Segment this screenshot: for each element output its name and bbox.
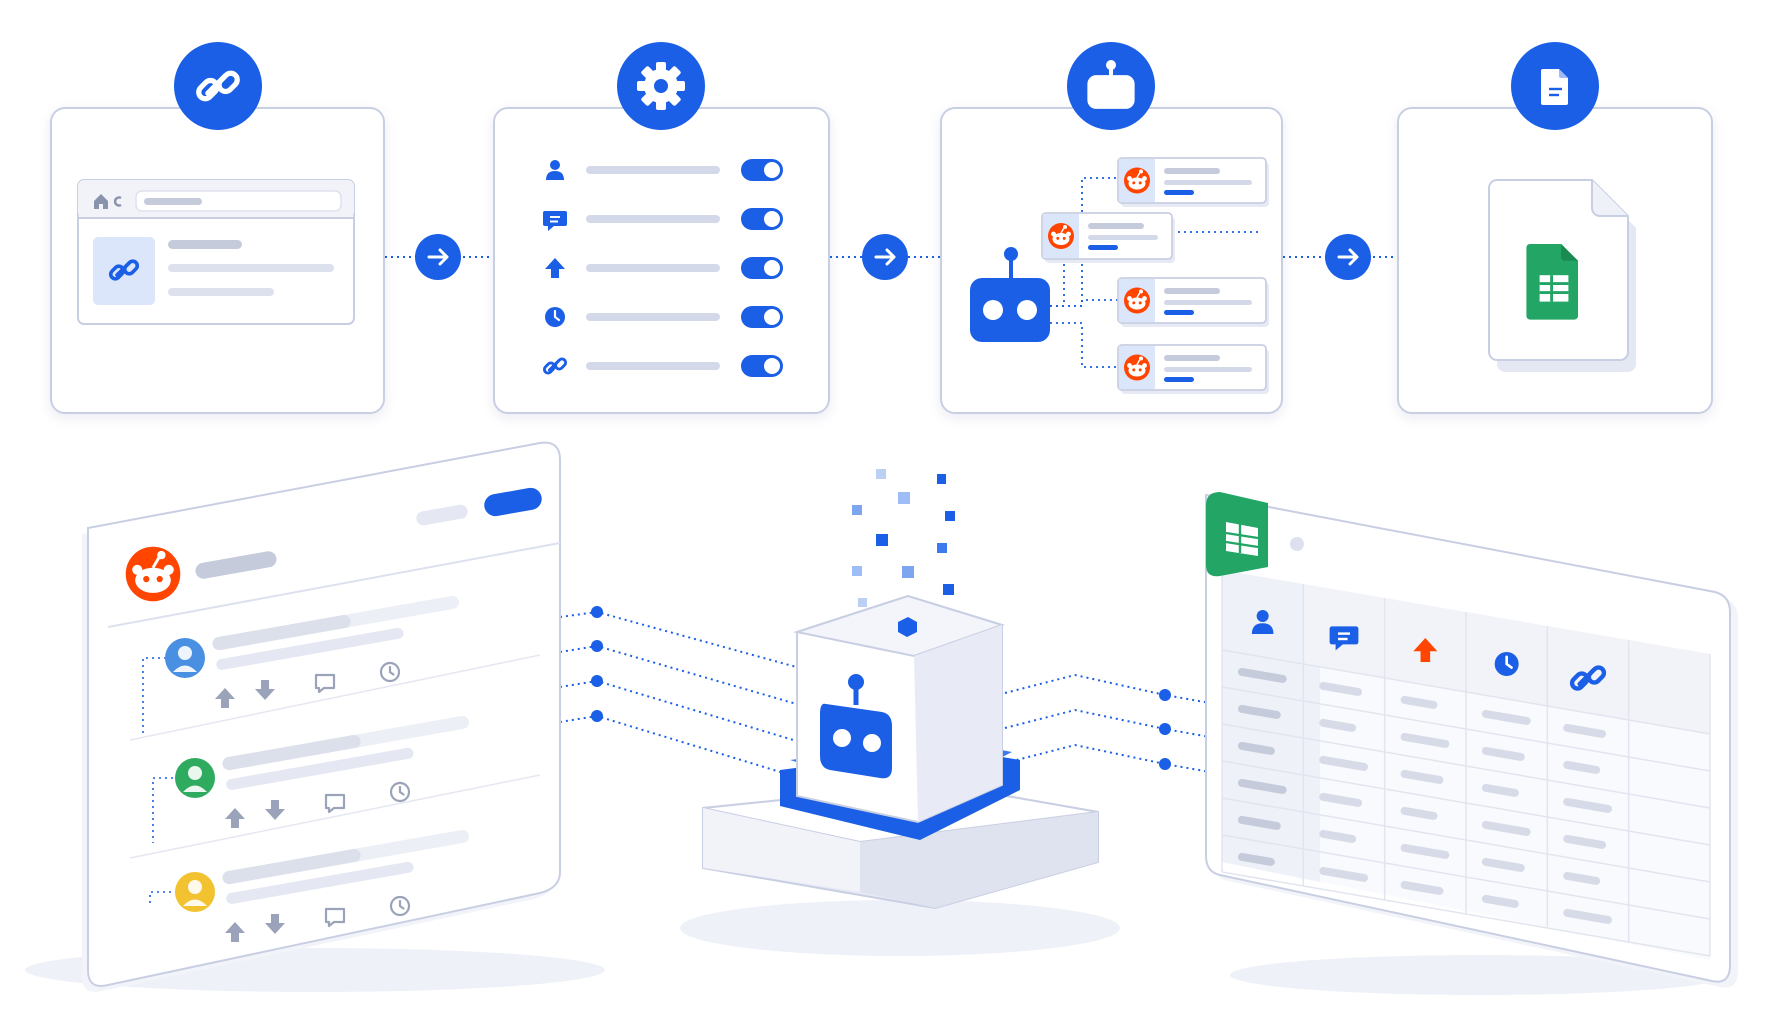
- flow-arrow-1: [413, 232, 463, 282]
- toggle-switch[interactable]: [741, 208, 783, 230]
- toggle-switch[interactable]: [741, 306, 783, 328]
- sheet-cell: [1237, 667, 1287, 683]
- toggle-switch[interactable]: [741, 159, 783, 181]
- processor-cube: [793, 594, 1006, 824]
- settings-row: [541, 355, 783, 377]
- sheet-cell: [1400, 732, 1450, 748]
- url-bar: [135, 190, 342, 212]
- sheet-cell: [1400, 769, 1444, 784]
- sheet-cell: [1400, 880, 1444, 895]
- sheet-cell: [1237, 852, 1275, 866]
- sheet-cell: [1481, 783, 1519, 797]
- reddit-icon: [1047, 222, 1075, 250]
- reddit-icon: [124, 545, 182, 603]
- sheet-cell: [1563, 797, 1613, 813]
- sheet-cell: [1481, 709, 1531, 725]
- sheet-cell: [1237, 778, 1287, 794]
- sheet-cell: [1563, 834, 1607, 849]
- document-icon: [1541, 69, 1568, 105]
- sheets-icon: [1225, 524, 1259, 553]
- sheet-cell: [1400, 695, 1438, 709]
- sheet-cell: [1319, 792, 1363, 807]
- reddit-icon: [1123, 353, 1151, 382]
- sheet-cell: [1319, 681, 1363, 696]
- sheet-cell: [1481, 820, 1531, 836]
- clock-icon: [543, 305, 567, 329]
- sheet-cell: [1319, 866, 1369, 882]
- step-badge-scraper: [1067, 42, 1155, 130]
- sheet-cell: [1319, 829, 1357, 843]
- gear-icon: [637, 62, 685, 110]
- reddit-comment: [175, 829, 469, 942]
- reddit-comment: [165, 595, 459, 708]
- reddit-comments: [165, 595, 469, 942]
- flow-arrow-2: [860, 232, 910, 282]
- flow-arrow-3: [1323, 232, 1373, 282]
- toggle-switch[interactable]: [741, 257, 783, 279]
- home-icon: [94, 194, 108, 209]
- sheet-cell: [1400, 806, 1438, 820]
- robot-icon: [820, 674, 892, 779]
- settings-row: [546, 159, 783, 181]
- thread-connectors: [142, 657, 183, 905]
- sheet-cell: [1400, 843, 1450, 859]
- step-badge-settings: [617, 42, 705, 130]
- settings-row: [545, 257, 783, 279]
- sheet-cell: [1237, 815, 1281, 830]
- arrow-right-icon: [1323, 232, 1373, 282]
- arrow-right-icon: [860, 232, 910, 282]
- sheet-cell: [1481, 894, 1519, 908]
- sheet-cell: [1563, 723, 1607, 738]
- scraped-post-cards: [1041, 157, 1269, 394]
- sheets-logo: [1206, 492, 1268, 577]
- data-particles: [852, 469, 955, 607]
- sheet-cell: [1319, 755, 1369, 771]
- settings-rows: [541, 159, 783, 377]
- scraped-post-card: [1041, 212, 1175, 263]
- subreddit-button: [484, 487, 542, 517]
- sheet-cell: [1237, 741, 1275, 755]
- scraped-post-card: [1117, 344, 1269, 394]
- toggle-switch[interactable]: [741, 355, 783, 377]
- sheet-cell: [1481, 857, 1525, 872]
- settings-row: [543, 305, 783, 329]
- clock-icon: [1493, 650, 1520, 678]
- arrow-right-icon: [413, 232, 463, 282]
- scraper-robot: [970, 247, 1050, 342]
- reddit-thread-window: [25, 441, 605, 992]
- sheets-icon: [1524, 242, 1580, 322]
- spreadsheet-grid: [1221, 570, 1711, 957]
- sheet-cell: [1481, 746, 1525, 761]
- step-badge-export: [1511, 42, 1599, 130]
- sheet-cell: [1237, 704, 1281, 719]
- spreadsheet-window: [1205, 493, 1738, 995]
- sheet-cell: [1563, 871, 1601, 885]
- sheet-cell: [1563, 760, 1601, 774]
- reddit-icon: [1123, 286, 1151, 315]
- scraped-post-card: [1117, 277, 1269, 327]
- settings-row: [542, 208, 783, 232]
- scraped-post-card: [1117, 157, 1269, 207]
- step-badge-link: [174, 42, 262, 130]
- reddit-comment: [175, 715, 469, 828]
- sheet-cell: [1319, 718, 1357, 732]
- url-window: [77, 179, 355, 325]
- exported-file: [1488, 179, 1636, 372]
- sheet-cell: [1563, 908, 1613, 924]
- data-stream-nodes: [591, 606, 1171, 770]
- reddit-icon: [1123, 166, 1151, 195]
